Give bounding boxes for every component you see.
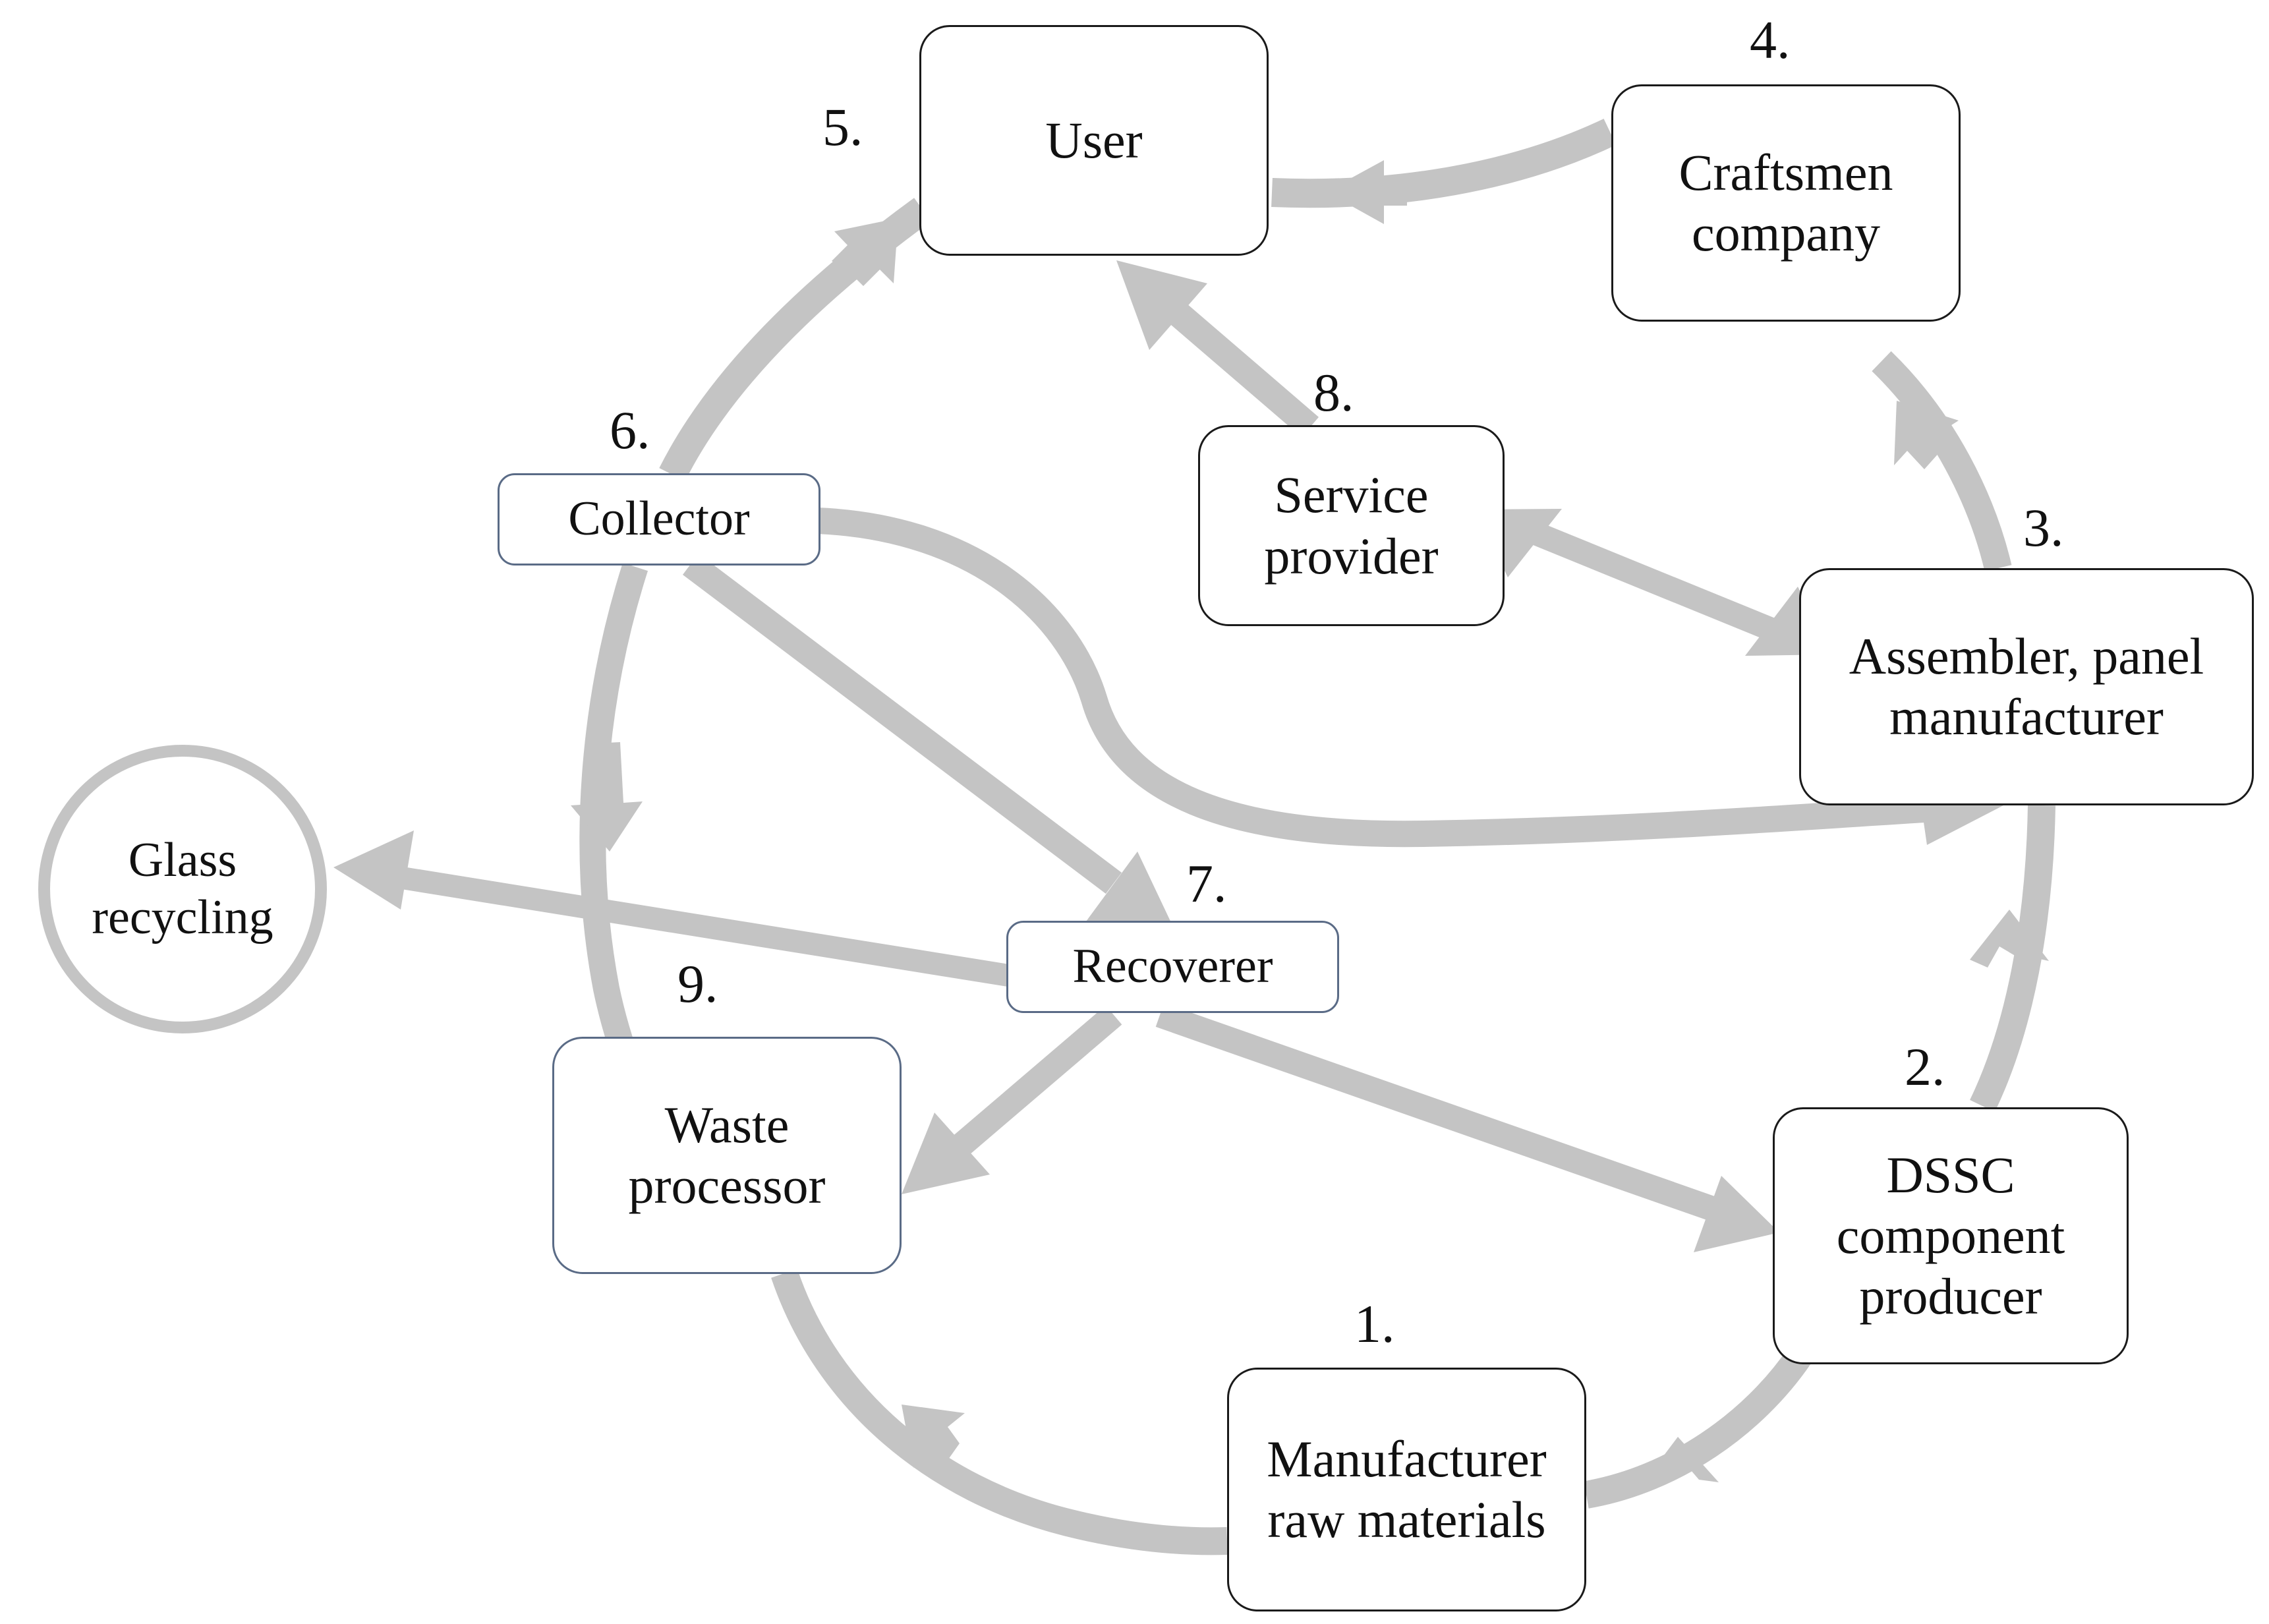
edge-collector-to-recoverer (682, 554, 1173, 927)
node-collector[interactable]: Collector (498, 473, 820, 566)
edge-assembler-to-craftsmen (1872, 351, 2012, 571)
node-recoverer-label: Recoverer (1072, 939, 1273, 994)
node-user-label: User (1045, 111, 1143, 169)
edge-dssc-to-assembler (1970, 805, 2055, 1113)
node-waste-processor[interactable]: Waste processor (552, 1037, 902, 1274)
edge-manufacturer-to-dssc (1584, 1348, 1811, 1509)
edge-service-to-user (1116, 260, 1319, 438)
edge-recoverer-to-glass (333, 830, 1010, 987)
node-manufacturer-raw-materials[interactable]: Manufacturer raw materials (1227, 1368, 1586, 1611)
step-number-3: 3. (2023, 498, 2064, 558)
node-waste-processor-label: Waste processor (628, 1095, 826, 1214)
node-craftsmen-company[interactable]: Craftsmen company (1611, 84, 1961, 322)
step-number-2: 2. (1905, 1037, 1945, 1097)
node-craftsmen-company-label: Craftsmen company (1679, 143, 1893, 262)
step-number-1: 1. (1354, 1294, 1395, 1354)
node-service-provider-label: Service provider (1264, 466, 1439, 585)
step-number-9: 9. (677, 954, 718, 1014)
node-recoverer[interactable]: Recoverer (1006, 921, 1339, 1013)
node-assembler-panel-manufacturer-label: Assembler, panel manufacturer (1849, 627, 2204, 745)
step-number-5: 5. (822, 97, 863, 157)
node-assembler-panel-manufacturer[interactable]: Assembler, panel manufacturer (1799, 568, 2254, 805)
edge-recoverer-to-dssc (1155, 1003, 1779, 1252)
node-service-provider[interactable]: Service provider (1198, 425, 1505, 626)
node-glass-recycling-label: Glass recycling (92, 832, 273, 944)
step-number-8: 8. (1313, 362, 1354, 422)
edge-recoverer-to-waste (902, 1005, 1122, 1194)
edge-user-to-collector (659, 198, 931, 481)
node-dssc-component-producer[interactable]: DSSC component producer (1773, 1107, 2129, 1364)
step-number-6: 6. (610, 400, 650, 460)
node-dssc-component-producer-label: DSSC component producer (1836, 1146, 2065, 1325)
edge-waste-to-manufacturer (771, 1269, 1228, 1555)
node-collector-label: Collector (568, 492, 750, 546)
step-number-7: 7. (1186, 854, 1227, 914)
node-manufacturer-raw-materials-label: Manufacturer raw materials (1267, 1430, 1547, 1548)
edge-assembler-service-bidirectional (1475, 509, 1832, 656)
step-number-4: 4. (1750, 10, 1791, 70)
node-user[interactable]: User (919, 25, 1269, 256)
node-glass-recycling[interactable]: Glass recycling (38, 745, 327, 1033)
edge-craftsmen-to-user (1271, 119, 1617, 224)
